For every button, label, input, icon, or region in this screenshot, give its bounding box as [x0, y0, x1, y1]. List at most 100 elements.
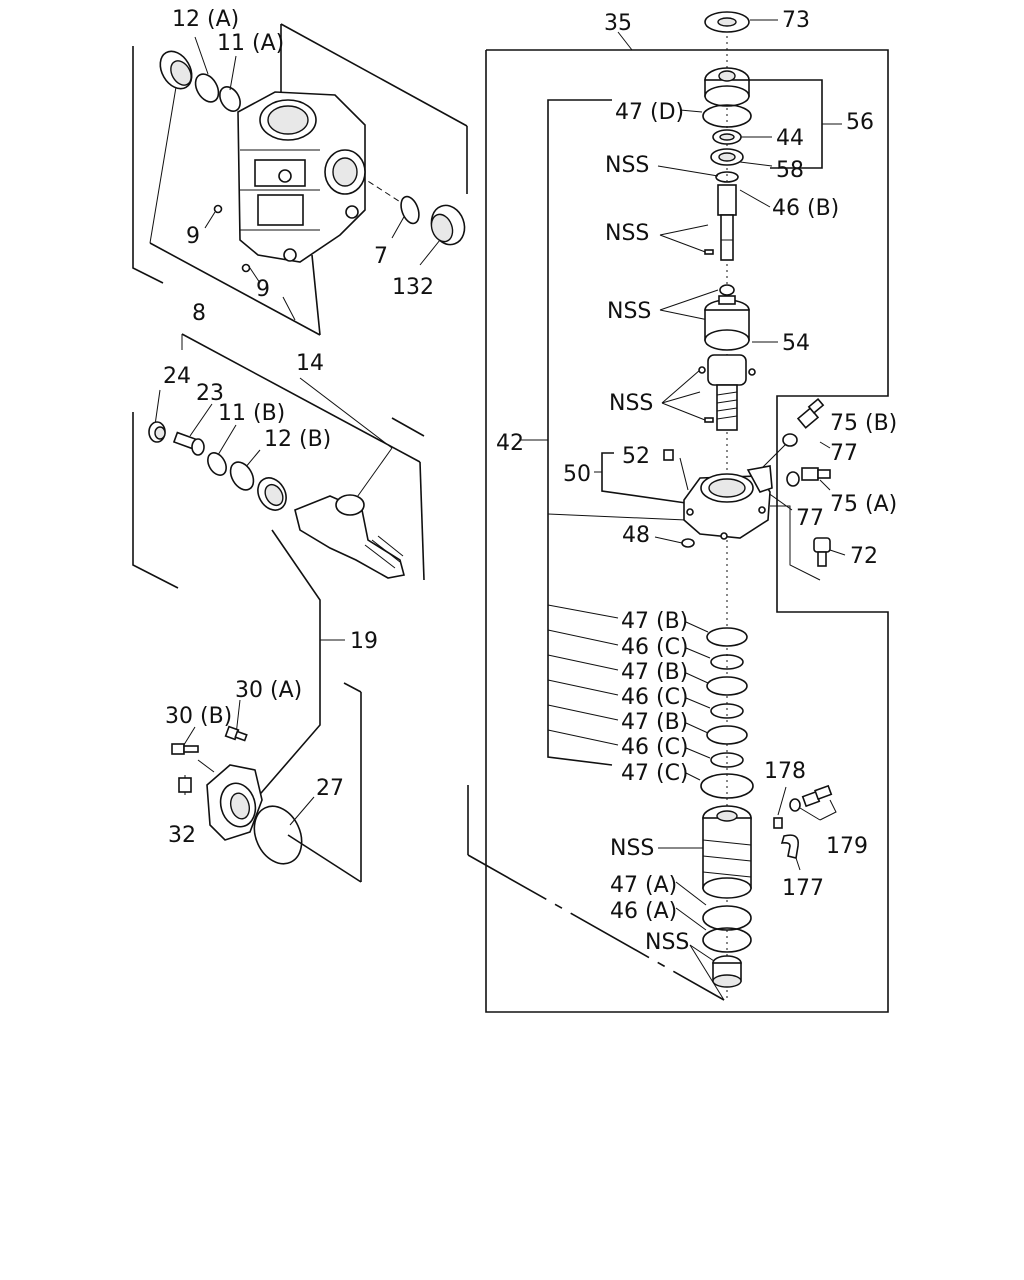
- label-47c: 47 (C): [621, 761, 689, 786]
- label-nss-2: NSS: [605, 221, 649, 246]
- label-nss-3: NSS: [607, 299, 651, 324]
- label-11a: 11 (A): [217, 31, 284, 56]
- worm-shaft-nss: [698, 354, 756, 431]
- valve-assembly-group: 35 73 47 (D) 44 56 58 NSS 46 (B) NSS NSS…: [467, 8, 897, 1013]
- bolt-30b: [171, 743, 199, 755]
- seal-ring-47b-2: [706, 676, 748, 696]
- seal-ring-47b-3: [706, 725, 748, 745]
- label-35: 35: [604, 11, 632, 36]
- ring-46c-2: [710, 703, 744, 719]
- o-ring-77b: [786, 471, 800, 487]
- o-ring-48: [681, 538, 695, 548]
- label-72: 72: [850, 544, 878, 569]
- ring-46c-1: [710, 654, 744, 670]
- ring-nss-1: [715, 171, 739, 183]
- adjust-screw-23: [172, 431, 205, 456]
- label-23: 23: [196, 381, 224, 406]
- seal-ring-12a: [194, 73, 220, 103]
- adjust-nut-24: [148, 421, 166, 443]
- label-12a: 12 (A): [172, 7, 239, 32]
- label-47d: 47 (D): [615, 100, 684, 125]
- pin-nss-2: [704, 249, 714, 255]
- label-178: 178: [764, 759, 806, 784]
- fitting-75b: [796, 397, 825, 429]
- label-11b: 11 (B): [218, 401, 285, 426]
- label-47b-2: 47 (B): [621, 660, 688, 685]
- label-7: 7: [374, 244, 388, 269]
- label-75b: 75 (B): [830, 411, 897, 436]
- plug-52: [663, 449, 674, 461]
- label-48: 48: [622, 523, 650, 548]
- bleed-plug-9b: [241, 263, 251, 273]
- o-ring-47a: [702, 905, 752, 931]
- valve-body-54: [704, 295, 750, 351]
- label-19: 19: [350, 629, 378, 654]
- pin-nss-4: [704, 417, 714, 423]
- sector-shaft-group: 24 23 14 11 (B) 12 (B): [132, 333, 425, 589]
- dust-cap-132: [430, 204, 466, 246]
- label-73: 73: [782, 8, 810, 33]
- o-ring-7: [400, 195, 420, 225]
- label-54: 54: [782, 331, 810, 356]
- label-24: 24: [163, 364, 191, 389]
- label-30a: 30 (A): [235, 678, 302, 703]
- ring-nss-3: [719, 284, 735, 296]
- gear-housing: [237, 91, 366, 263]
- label-46a: 46 (A): [610, 899, 677, 924]
- o-ring-77a: [782, 433, 798, 447]
- nut-32: [178, 777, 192, 793]
- label-12b: 12 (B): [264, 427, 331, 452]
- label-8: 8: [192, 301, 206, 326]
- label-44: 44: [776, 126, 804, 151]
- label-50: 50: [563, 462, 591, 487]
- o-ring-27: [253, 805, 303, 865]
- side-cover-group: 19 30 (A) 30 (B) 32 27: [165, 529, 378, 883]
- label-58: 58: [776, 158, 804, 183]
- fitting-75a: [801, 467, 831, 481]
- snap-ring-11b: [207, 452, 227, 476]
- valve-housing-50: [683, 465, 773, 540]
- end-plug-nss: [712, 955, 742, 988]
- label-46c-1: 46 (C): [621, 635, 689, 660]
- seal-ring-47b-1: [706, 627, 748, 647]
- label-27: 27: [316, 776, 344, 801]
- label-nss-6: NSS: [645, 930, 689, 955]
- o-ring-47d: [702, 104, 752, 128]
- label-30b: 30 (B): [165, 704, 232, 729]
- plug-178: [773, 817, 783, 829]
- label-9a: 9: [186, 224, 200, 249]
- label-nss-4: NSS: [609, 391, 653, 416]
- bleed-plug-9a: [213, 204, 223, 214]
- plug-72: [813, 537, 831, 567]
- ball-nut-piston-nss: [702, 805, 752, 899]
- label-47b-1: 47 (B): [621, 609, 688, 634]
- label-75a: 75 (A): [830, 492, 897, 517]
- label-nss-1: NSS: [605, 153, 649, 178]
- label-179: 179: [826, 834, 868, 859]
- label-32: 32: [168, 823, 196, 848]
- o-ring-47c: [700, 773, 754, 799]
- clamp-179: [789, 784, 833, 812]
- bearing-73: [704, 11, 750, 33]
- ring-46c-3: [710, 752, 744, 768]
- snap-ring-11a: [219, 86, 241, 112]
- side-cover: [206, 764, 263, 841]
- bolt-30a: [224, 725, 248, 742]
- adjust-plug-56: [704, 67, 750, 107]
- label-177: 177: [782, 876, 824, 901]
- seal-ring-12b: [229, 461, 255, 491]
- needle-bearing-12b: [257, 477, 287, 511]
- label-46b: 46 (B): [772, 196, 839, 221]
- label-46c-3: 46 (C): [621, 735, 689, 760]
- label-77a: 77: [830, 441, 858, 466]
- label-47a: 47 (A): [610, 873, 677, 898]
- label-132: 132: [392, 275, 434, 300]
- label-56: 56: [846, 110, 874, 135]
- seal-58: [710, 148, 744, 166]
- housing-group: 12 (A) 11 (A) 9 9 8 7 132: [132, 7, 468, 336]
- label-46c-2: 46 (C): [621, 685, 689, 710]
- needle-bearing-12a: [159, 50, 193, 90]
- sector-shaft-14: [294, 494, 405, 579]
- label-nss-5: NSS: [610, 836, 654, 861]
